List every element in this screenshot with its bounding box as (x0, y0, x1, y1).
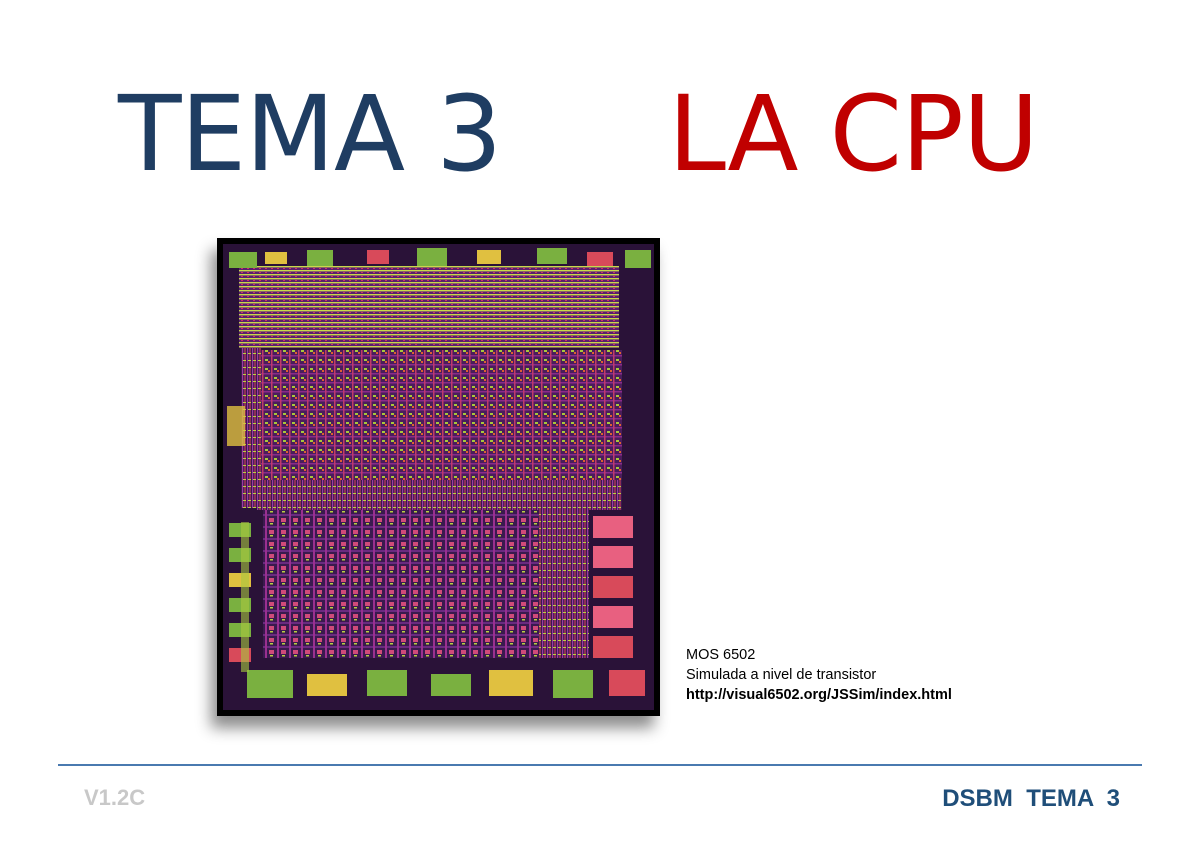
slide-title-cpu: LA CPU (668, 73, 1039, 195)
chip-die-image (217, 238, 660, 716)
slide-title-tema: TEMA 3 (118, 73, 502, 195)
caption-description: Simulada a nivel de transistor (686, 667, 877, 683)
caption-source-link[interactable]: http://visual6502.org/JSSim/index.html (686, 687, 952, 703)
version-label: V1.2C (84, 785, 146, 810)
caption-chip-name: MOS 6502 (686, 647, 756, 663)
footer-divider (58, 764, 1142, 766)
image-caption: MOS 6502 Simulada a nivel de transistor … (686, 645, 952, 705)
course-label: DSBM TEMA 3 (942, 785, 1120, 812)
chip-die-graphic (217, 238, 660, 716)
